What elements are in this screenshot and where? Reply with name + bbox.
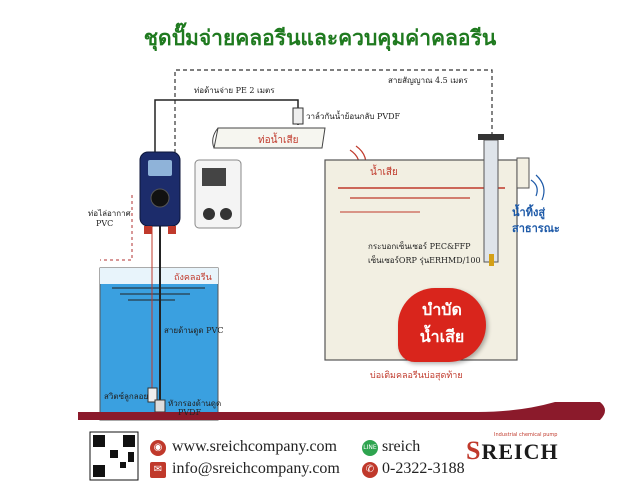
badge-line-2: น้ำเสีย — [419, 327, 465, 346]
qr-finder-1 — [93, 435, 105, 447]
discharge-wave-1 — [530, 179, 538, 197]
label-air-vent-2: PVC — [96, 219, 114, 228]
controller-screen — [202, 168, 226, 186]
pump-foot-left — [144, 226, 152, 234]
label-signal-cable: สายสัญญาณ 4.5 เมตร — [388, 76, 468, 85]
phone-icon: ✆ — [362, 462, 378, 478]
label-suction-pipe: สายด้านดูด PVC — [164, 326, 224, 335]
pump-foot-right — [168, 226, 176, 234]
pump-display — [148, 160, 172, 176]
brand-tagline: Industrial chemical pump — [494, 432, 558, 438]
discharge-wave-2 — [535, 174, 545, 201]
label-float-switch: สวิตซ์ลูกลอย — [104, 392, 149, 401]
globe-icon: ◉ — [150, 440, 166, 456]
badge-line-1: บำบัด — [422, 300, 462, 319]
label-sensor-holder: กระบอกเซ็นเซอร์ PEC&FFP — [368, 242, 471, 251]
signal-cable — [174, 69, 493, 230]
line-icon: LINE — [362, 440, 378, 456]
label-wastewater: น้ำเสีย — [370, 167, 398, 178]
brand-logo: SREICH — [466, 436, 559, 466]
air-vent-line — [100, 195, 133, 261]
label-final-tank: บ่อเติมคลอรีนบ่อสุดท้าย — [370, 371, 463, 381]
label-chlorine-tank: ถังคลอรีน — [174, 273, 212, 283]
controller-knob-1 — [203, 208, 215, 220]
label-check-valve: วาล์วกันน้ำย้อนกลับ PVDF — [306, 112, 401, 121]
float-switch — [147, 387, 158, 403]
footer-email[interactable]: info@sreichcompany.com — [172, 460, 340, 477]
pipe-end — [212, 127, 219, 149]
footer-phone[interactable]: 0-2322-3188 — [382, 460, 465, 477]
label-foot-filter: หัวกรองด้านดูด — [168, 399, 222, 408]
qr-module-3 — [128, 452, 134, 462]
foot-filter — [154, 399, 166, 413]
mail-icon: ✉ — [150, 462, 166, 478]
label-orp-sensor: เซ็นเซอร์ORP รุ่นERHMD/100 — [368, 256, 481, 265]
label-foot-filter-2: PVDF — [178, 408, 202, 417]
page-title: ชุดปั๊มจ่ายคลอรีนและควบคุมค่าคลอรีน — [143, 26, 497, 50]
qr-module-2 — [120, 462, 126, 468]
label-air-vent: ท่อไล่อากาศ — [88, 209, 131, 218]
label-discharge-2: สาธารณะ — [512, 222, 560, 235]
qr-finder-2 — [123, 435, 135, 447]
footer-website[interactable]: www.sreichcompany.com — [172, 438, 337, 455]
label-wastewater-pipe: ท่อน้ำเสีย — [258, 135, 299, 146]
footer-band — [78, 402, 605, 420]
label-discharge: น้ำทิ้งสู่ — [512, 206, 546, 219]
sensor-holder-cap — [478, 134, 504, 140]
overflow-box — [516, 157, 530, 189]
qr-module-1 — [110, 450, 118, 458]
orp-sensor — [489, 254, 494, 266]
qr-finder-3 — [93, 465, 105, 477]
label-pe-pipe: ท่อด้านจ่าย PE 2 เมตร — [194, 86, 275, 95]
treatment-badge: บำบัด น้ำเสีย — [398, 288, 486, 362]
controller-knob-2 — [220, 208, 232, 220]
brand-initial: S — [466, 436, 482, 465]
sensor-holder — [483, 139, 499, 263]
wastewater-pipe — [213, 127, 326, 149]
check-valve — [292, 107, 304, 125]
brand-name: REICH — [481, 439, 559, 464]
pump-head — [150, 188, 170, 208]
footer-line-id[interactable]: sreich — [382, 438, 421, 455]
